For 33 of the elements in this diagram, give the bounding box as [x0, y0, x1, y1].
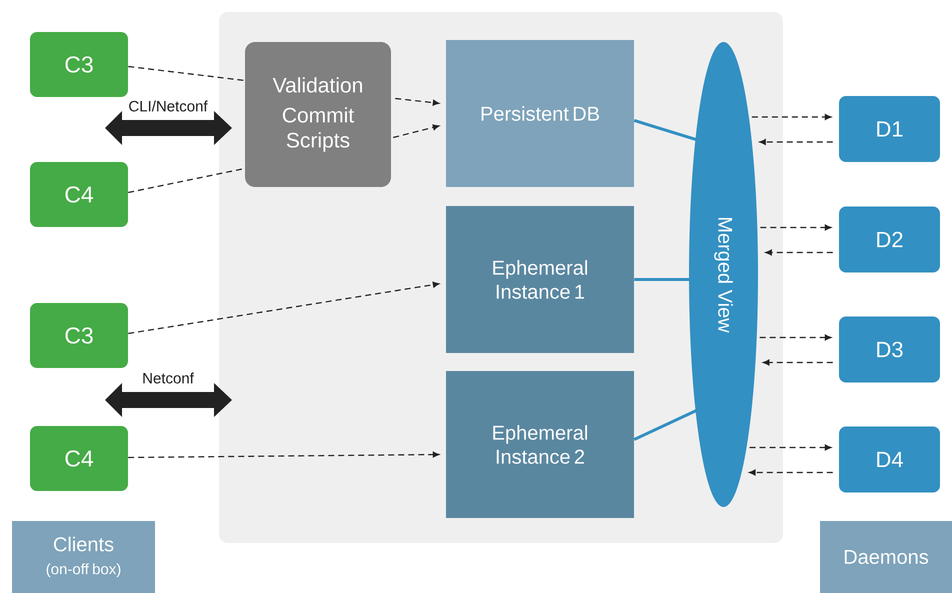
daemon-box: D1	[839, 96, 940, 162]
arrow	[128, 282, 440, 334]
script-box: Validation Commit Scripts	[245, 42, 391, 187]
arrow	[760, 334, 832, 340]
client-box: C4	[30, 426, 128, 491]
connector-line	[634, 408, 698, 441]
daemon-box: D4	[839, 426, 940, 492]
arrow	[750, 444, 832, 450]
database-box: Persistent DB	[446, 40, 634, 187]
client-box: C3	[30, 32, 128, 97]
arrow	[760, 224, 832, 230]
arrow	[759, 139, 833, 145]
connector-line	[634, 278, 692, 281]
database-box: Ephemeral Instance 1	[446, 206, 634, 353]
daemon-box: D2	[839, 206, 940, 272]
daemon-box: D3	[839, 316, 940, 382]
arrow	[752, 114, 832, 120]
arrow	[765, 250, 833, 256]
connector-line	[128, 168, 245, 194]
client-box: C4	[30, 162, 128, 227]
connector-line	[128, 66, 245, 82]
database-box: Ephemeral Instance 2	[446, 371, 634, 518]
arrow	[762, 360, 833, 366]
client-box: C3	[30, 303, 128, 368]
connector-line	[634, 119, 698, 142]
arrow-label: Netconf	[143, 372, 194, 384]
arrow	[395, 98, 440, 106]
arrow	[128, 452, 440, 458]
arrow	[749, 470, 833, 476]
arrow	[393, 124, 440, 138]
arrow-label: CLI/Netconf	[129, 100, 208, 112]
category-box: Daemons	[820, 521, 952, 593]
category-box: Clients (on-off box)	[12, 521, 155, 593]
